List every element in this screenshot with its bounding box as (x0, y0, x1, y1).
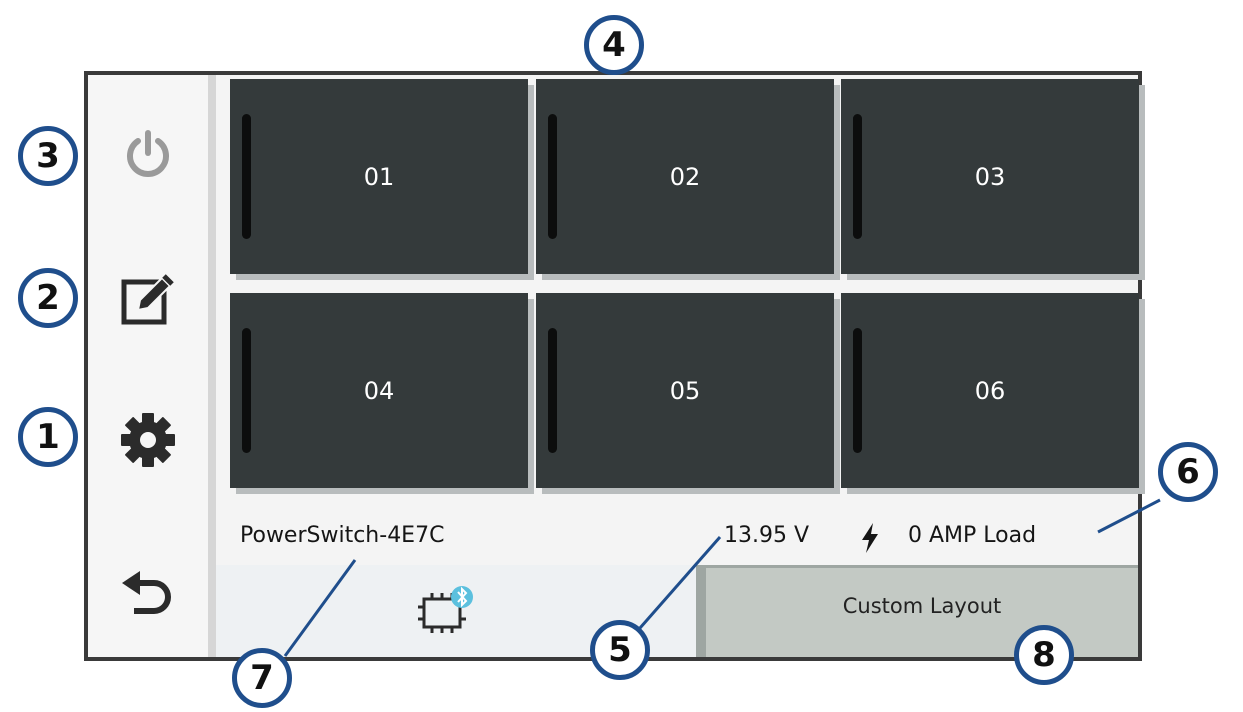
device-name: PowerSwitch-4E7C (240, 523, 445, 548)
tile-label: 06 (974, 376, 1006, 405)
callout-5: 5 (590, 620, 650, 680)
tile-indicator (242, 328, 251, 453)
voltage-readout: 13.95 V (724, 523, 810, 548)
tile-indicator (548, 328, 557, 453)
switch-tile-04[interactable]: 04 (230, 293, 528, 488)
custom-layout-tab[interactable]: Custom Layout (696, 565, 1138, 657)
custom-layout-label: Custom Layout (842, 593, 1002, 618)
tile-indicator (242, 114, 251, 239)
tile-label: 05 (669, 376, 701, 405)
edit-button[interactable] (98, 255, 198, 345)
switch-tile-03[interactable]: 03 (841, 79, 1139, 274)
back-button[interactable] (98, 550, 198, 640)
load-readout: 0 AMP Load (908, 523, 1037, 548)
callout-3: 3 (18, 126, 78, 186)
callout-8: 8 (1014, 625, 1074, 685)
tile-label: 04 (363, 376, 395, 405)
settings-button[interactable] (98, 395, 198, 485)
callout-4: 4 (584, 15, 644, 75)
back-arrow-icon (122, 571, 171, 614)
switch-tile-01[interactable]: 01 (230, 79, 528, 274)
sidebar-divider (208, 75, 216, 657)
lightning-bolt-icon (862, 523, 878, 553)
leader-line-7 (283, 559, 357, 657)
leader-line-6 (1097, 498, 1161, 534)
callout-1: 1 (18, 407, 78, 467)
switch-tile-02[interactable]: 02 (536, 79, 834, 274)
tile-indicator (853, 328, 862, 453)
tile-label: 01 (363, 162, 395, 191)
power-button[interactable] (98, 110, 198, 200)
bluetooth-device-icon (418, 586, 473, 633)
callout-6: 6 (1158, 442, 1218, 502)
tile-label: 03 (974, 162, 1006, 191)
switch-tile-06[interactable]: 06 (841, 293, 1139, 488)
callout-2: 2 (18, 268, 78, 328)
edit-icon (121, 274, 174, 325)
leader-line-5 (638, 536, 722, 629)
power-icon (127, 130, 169, 177)
switch-panel: 01 02 03 04 05 06 PowerS (216, 75, 1139, 657)
switch-tile-05[interactable]: 05 (536, 293, 834, 488)
sidebar (88, 75, 208, 657)
gear-icon (121, 413, 175, 467)
tile-indicator (548, 114, 557, 239)
callout-7: 7 (232, 648, 292, 708)
tile-label: 02 (669, 162, 701, 191)
device-screen: 01 02 03 04 05 06 PowerS (84, 71, 1142, 661)
tile-indicator (853, 114, 862, 239)
